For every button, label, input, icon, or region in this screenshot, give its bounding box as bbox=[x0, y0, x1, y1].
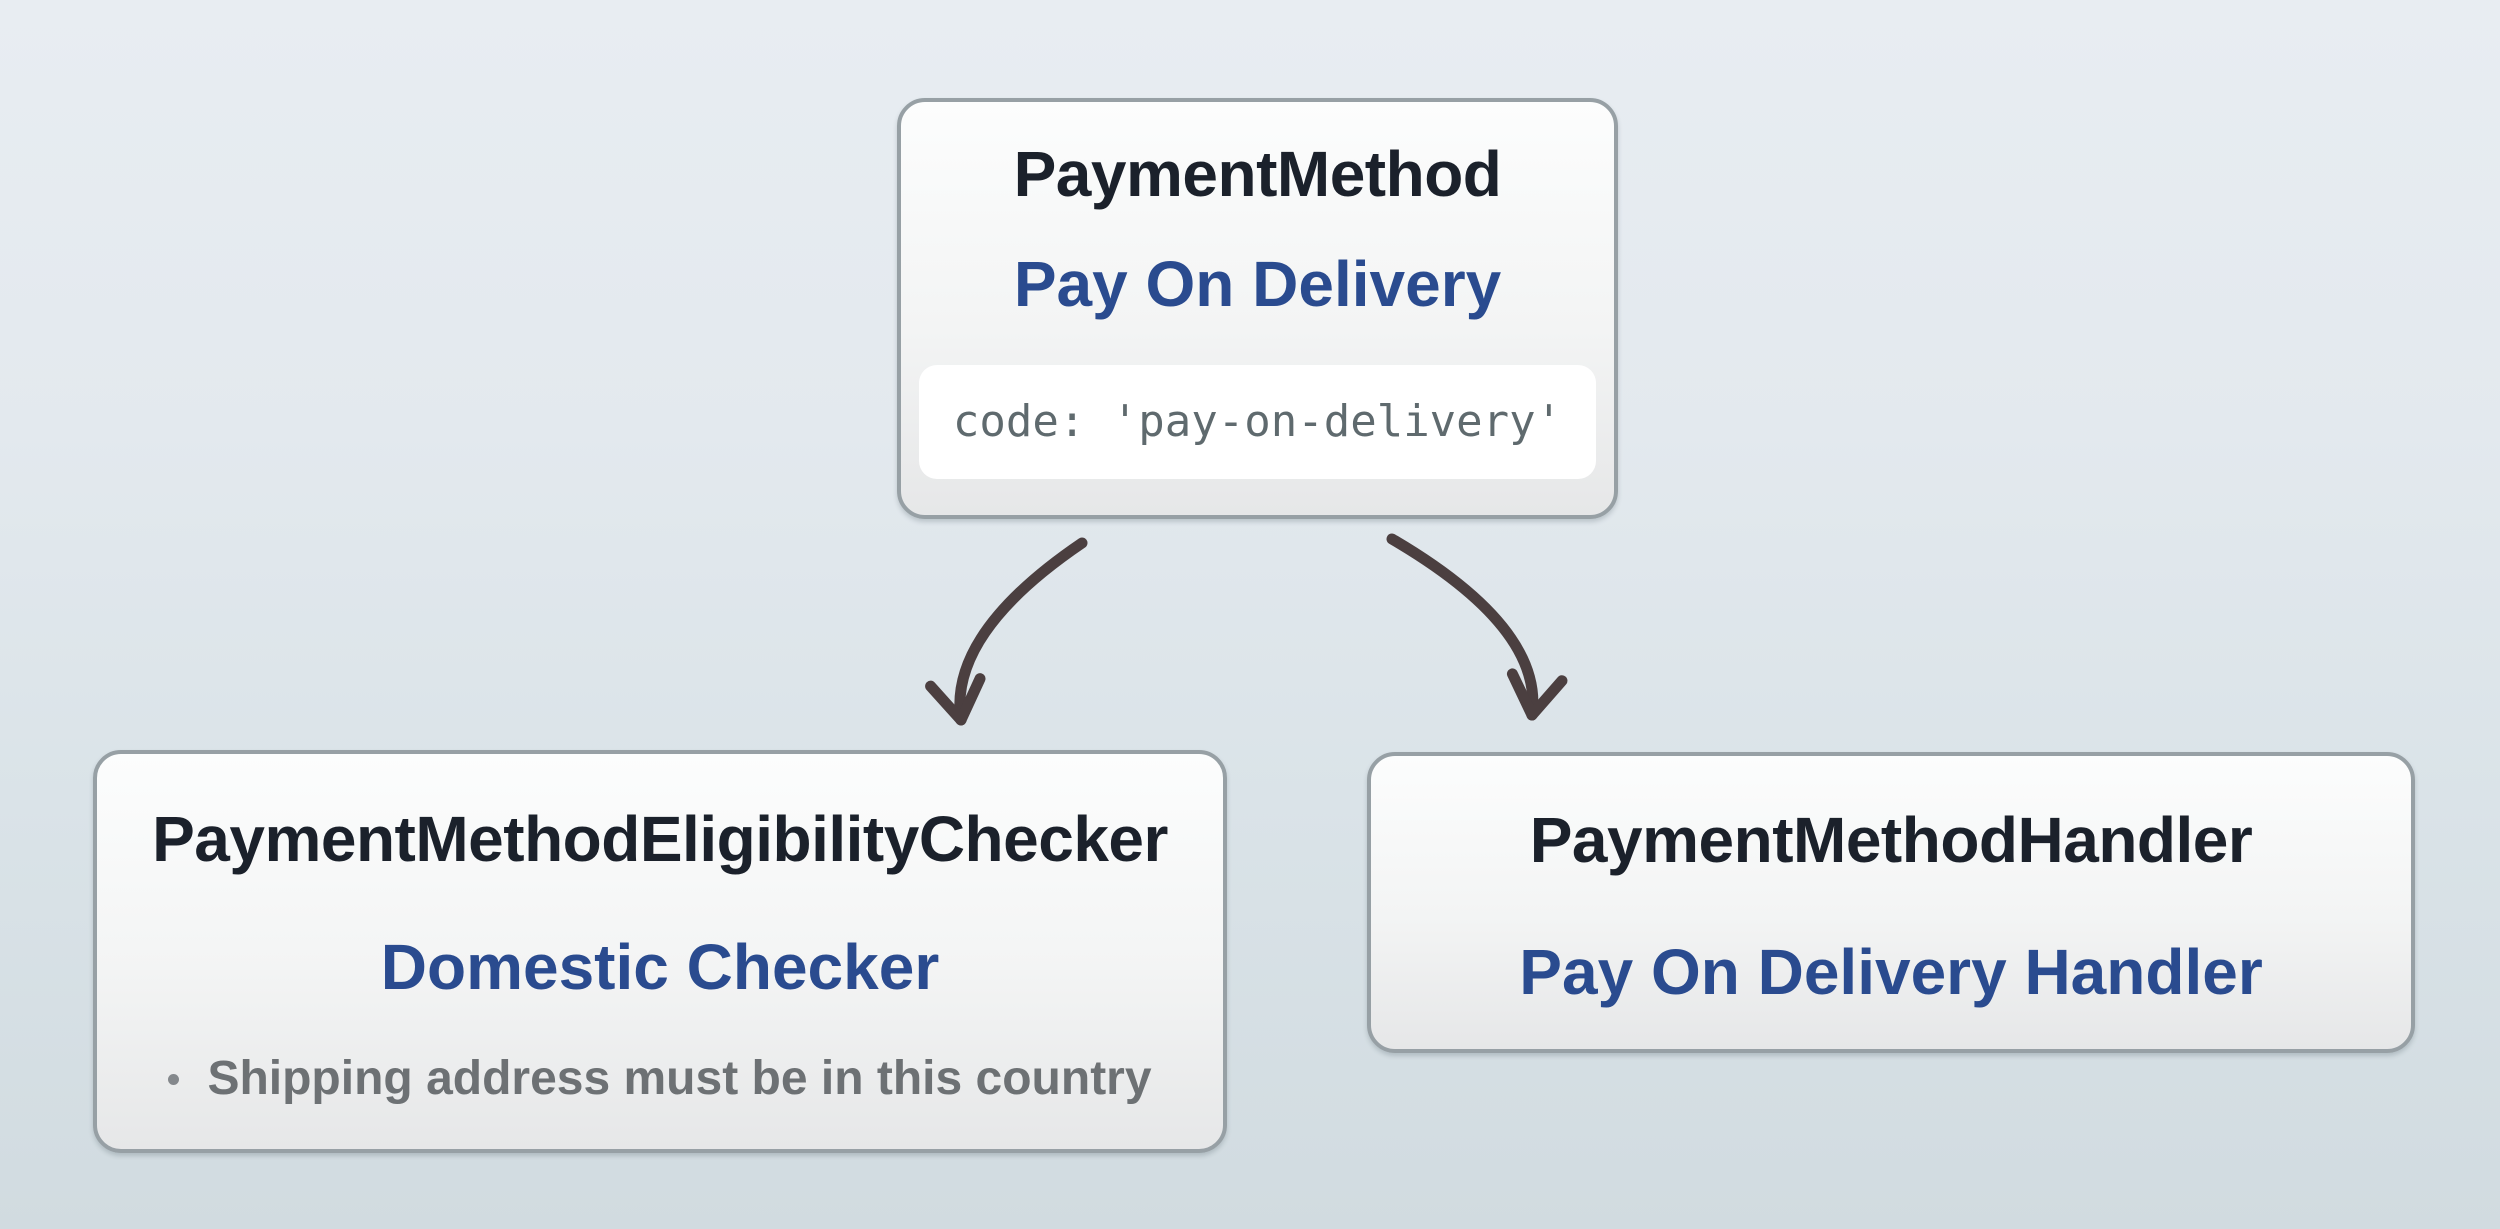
arrow-to-eligibility-checker bbox=[925, 537, 1088, 726]
node-title: PaymentMethod bbox=[1013, 138, 1502, 210]
bullet-dot-icon bbox=[168, 1073, 180, 1085]
code-badge: code: 'pay-on-delivery' bbox=[919, 365, 1596, 479]
bullet-text: Shipping address must be in this country bbox=[207, 1052, 1152, 1105]
node-payment-method: PaymentMethod Pay On Delivery code: 'pay… bbox=[897, 98, 1618, 519]
arrow-to-handler bbox=[1386, 533, 1568, 721]
node-subtitle: Domestic Checker bbox=[380, 931, 940, 1003]
node-subtitle: Pay On Delivery bbox=[1013, 248, 1502, 320]
node-title: PaymentMethodEligibilityChecker bbox=[152, 803, 1168, 875]
bullet-item: Shipping address must be in this country bbox=[168, 1052, 1152, 1105]
node-handler: PaymentMethodHandler Pay On Delivery Han… bbox=[1367, 752, 2415, 1053]
node-title: PaymentMethodHandler bbox=[1529, 804, 2253, 876]
node-eligibility-checker: PaymentMethodEligibilityChecker Domestic… bbox=[93, 750, 1227, 1153]
node-subtitle: Pay On Delivery Handler bbox=[1519, 936, 2263, 1008]
